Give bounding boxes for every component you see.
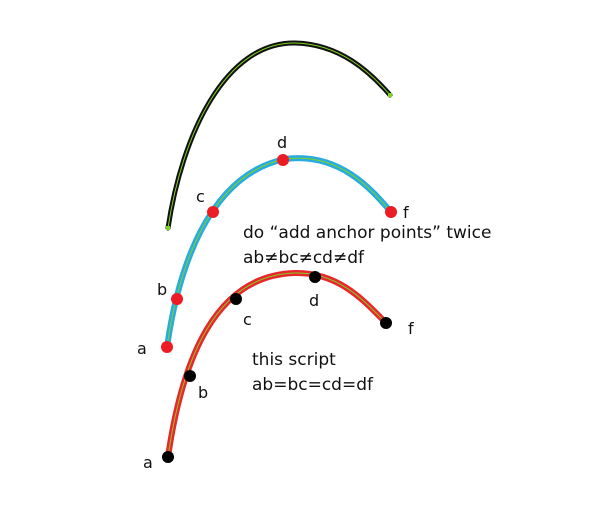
twice-label-d: d bbox=[277, 133, 287, 152]
original-end-anchor bbox=[388, 93, 392, 97]
twice-point-d bbox=[277, 154, 289, 166]
script-label-a: a bbox=[143, 453, 153, 472]
script-point-c bbox=[230, 293, 242, 305]
twice-point-c bbox=[207, 206, 219, 218]
twice-label-b: b bbox=[157, 280, 167, 299]
script-point-f bbox=[380, 317, 392, 329]
script-curve: a b c d f this script ab=bc=cd=df bbox=[143, 269, 414, 472]
script-label-b: b bbox=[198, 383, 208, 402]
script-caption-line1: this script bbox=[252, 350, 336, 370]
script-point-a bbox=[162, 451, 174, 463]
script-label-c: c bbox=[243, 310, 252, 329]
twice-curve: a b c d f do “add anchor points” twice a… bbox=[137, 133, 491, 358]
twice-label-f: f bbox=[403, 203, 409, 222]
script-label-f: f bbox=[408, 319, 414, 338]
original-curve bbox=[165, 40, 393, 231]
script-label-d: d bbox=[309, 291, 319, 310]
twice-curve-path bbox=[166, 157, 392, 348]
script-curve-path bbox=[167, 272, 387, 458]
twice-caption-line1: do “add anchor points” twice bbox=[243, 223, 491, 243]
script-point-d bbox=[309, 271, 321, 283]
twice-label-a: a bbox=[137, 339, 147, 358]
twice-label-c: c bbox=[196, 187, 205, 206]
script-caption-line2: ab=bc=cd=df bbox=[252, 375, 374, 395]
twice-point-a bbox=[161, 341, 173, 353]
script-point-b bbox=[184, 370, 196, 382]
original-start-anchor bbox=[166, 226, 170, 230]
twice-caption-line2: ab≠bc≠cd≠df bbox=[243, 248, 365, 268]
twice-point-f bbox=[385, 206, 397, 218]
twice-point-b bbox=[171, 293, 183, 305]
original-curve-path bbox=[167, 42, 391, 229]
